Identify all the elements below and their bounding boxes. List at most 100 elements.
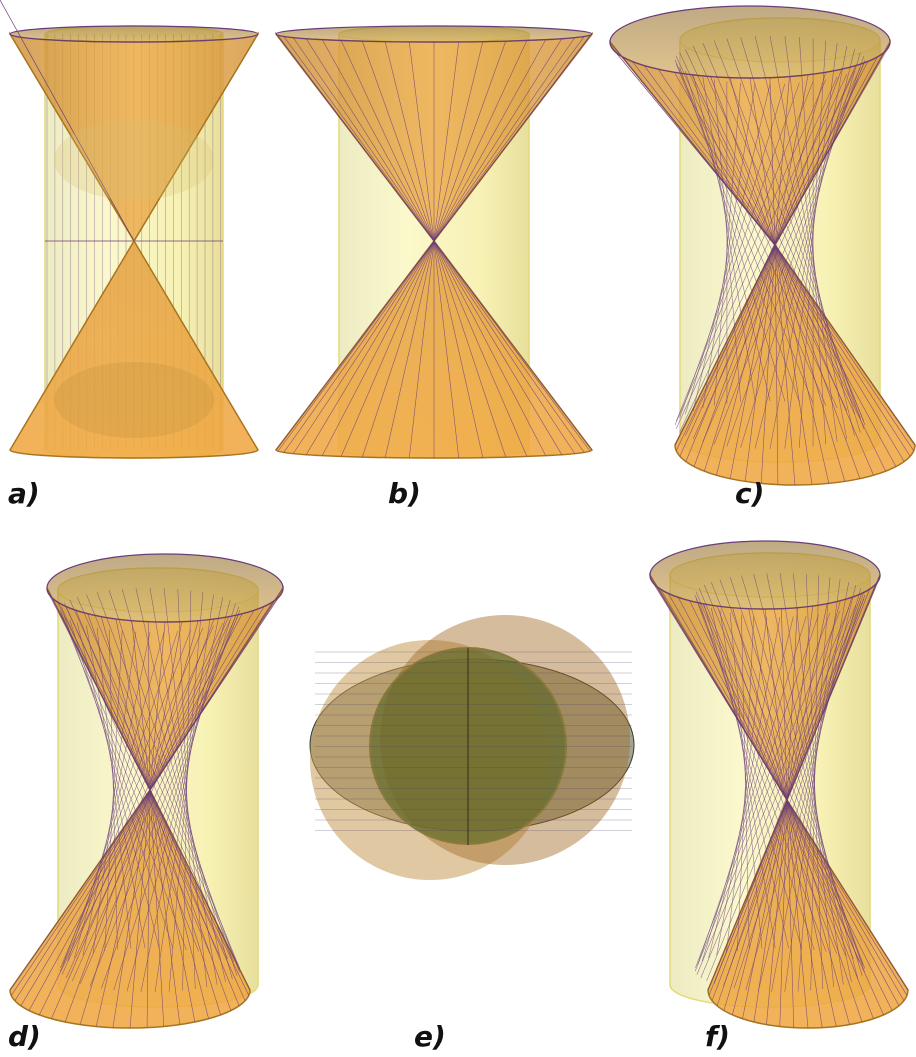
ruling-line — [675, 244, 776, 451]
hyperboloid-ruling — [754, 49, 855, 449]
ruling-line — [14, 789, 151, 1001]
panel-b — [275, 25, 593, 459]
ruling-line — [622, 56, 776, 246]
ruling-line — [677, 597, 788, 801]
ruling-line — [384, 41, 435, 242]
ruling-line — [149, 610, 255, 791]
hyperboloid-ruling — [713, 82, 741, 406]
ruling-line — [716, 244, 776, 476]
panel-e — [309, 615, 635, 880]
panel-label-d: d) — [8, 1020, 41, 1053]
hyperboloid-ruling — [713, 79, 741, 403]
hyperboloid-ruling — [168, 592, 204, 992]
ruling-line — [292, 37, 435, 242]
ruling-line — [64, 789, 151, 1023]
ruling-line — [433, 240, 507, 458]
hyperboloid-ruling — [694, 610, 841, 972]
ruling-line — [774, 244, 796, 486]
ruling-line — [129, 789, 151, 1029]
ruling-line — [716, 605, 788, 801]
cone-b — [275, 25, 593, 459]
ruling-line — [433, 240, 460, 458]
lower-nappe — [674, 243, 916, 486]
cone-d — [9, 553, 284, 1029]
hyperboloid-ruling — [101, 606, 240, 989]
ruling-line — [732, 607, 788, 801]
ruling-line — [433, 36, 585, 242]
ruling-line — [631, 61, 776, 246]
ruling-line — [786, 799, 823, 1028]
hyperboloid-ruling — [692, 45, 861, 418]
ruling-line — [149, 620, 199, 791]
ruling-line — [774, 244, 911, 457]
panel-label-e: e) — [414, 1020, 446, 1053]
hyperboloid-ruling — [769, 35, 848, 440]
ruling-line — [433, 41, 507, 242]
ruling-line — [749, 77, 776, 246]
ruling-line — [774, 244, 905, 462]
hyperboloid-ruling — [769, 45, 848, 450]
hyperboloid-ruling — [692, 74, 771, 402]
hyperboloid-ruling — [703, 604, 802, 949]
ruling-line — [115, 618, 151, 791]
ruling-line — [433, 40, 528, 242]
hyperboloid-ruling — [675, 81, 814, 422]
hyperboloid-ruling — [771, 582, 850, 992]
hyperboloid-ruling — [64, 616, 187, 950]
ruling-line — [748, 608, 788, 801]
hyperboloid-ruling — [784, 579, 841, 993]
ruling-line — [277, 35, 435, 242]
panel-d — [9, 553, 284, 1029]
ruling-line — [149, 789, 221, 1015]
hyperboloid-ruling — [716, 616, 781, 956]
ruling-line — [149, 789, 240, 1006]
ruling-line — [702, 603, 788, 801]
cone-a — [0, 0, 259, 459]
ruling-line — [774, 56, 878, 246]
ruling-line — [786, 597, 853, 801]
ruling-line — [147, 621, 151, 791]
hyperboloid-ruling — [182, 590, 192, 991]
section-ellipse — [54, 362, 214, 438]
hyperboloid-ruling — [702, 63, 865, 443]
hyperboloid-ruling — [694, 594, 837, 954]
ruling-line — [433, 41, 460, 242]
hyperboloid-ruling — [753, 574, 859, 979]
ruling-line — [774, 76, 790, 246]
hyperboloid-ruling — [692, 83, 771, 411]
hyperboloid-ruling — [685, 48, 855, 415]
ruling-line — [786, 600, 841, 801]
hyperboloid-ruling — [674, 59, 827, 406]
ruling-line — [774, 244, 779, 485]
hyperboloid-ruling — [60, 613, 199, 952]
ruling-line — [753, 799, 788, 1023]
ruling-line — [305, 240, 435, 455]
ruling-line — [322, 39, 435, 242]
hyperboloid-ruling — [719, 610, 776, 949]
hyperboloid-ruling — [810, 575, 819, 991]
lower-nappe — [9, 239, 259, 459]
ruling-line — [149, 789, 251, 991]
ruling-line — [769, 77, 776, 246]
ruling-line — [9, 789, 151, 991]
hyperboloid-ruling — [59, 625, 214, 972]
hyperboloid-ruling — [76, 622, 160, 949]
panel-c — [609, 5, 916, 486]
hyperboloid-ruling — [698, 588, 854, 960]
ruling-line — [779, 799, 788, 1027]
ruling-line — [729, 77, 776, 246]
hyperboloid-ruling — [726, 38, 865, 429]
hyperboloid-ruling — [82, 631, 151, 956]
panel-a — [0, 0, 259, 459]
ruling-line — [0, 0, 135, 242]
hyperboloid-ruling — [679, 73, 848, 433]
ruling-line — [79, 789, 151, 1025]
ruling-line — [408, 240, 435, 458]
ruling-line — [643, 65, 776, 246]
hyperboloid-ruling — [121, 589, 233, 979]
ruling-line — [711, 799, 788, 1001]
hyperboloid-ruling — [96, 627, 132, 949]
ruling-line — [51, 789, 151, 1019]
hyperboloid-ruling — [704, 584, 860, 963]
